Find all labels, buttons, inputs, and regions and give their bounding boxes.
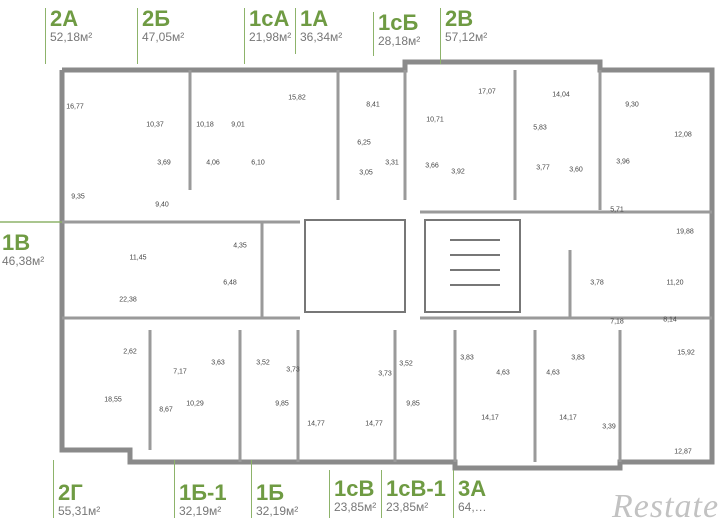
room-area-label: 3,73	[286, 366, 300, 374]
room-area-label: 10,71	[426, 116, 444, 124]
apartment-code: 1сВ	[334, 476, 375, 501]
room-area-label: 4,63	[546, 369, 560, 377]
room-area-label: 12,08	[674, 131, 692, 139]
apartment-area: 52,18м²	[50, 30, 93, 44]
room-area-label: 5,83	[533, 124, 547, 132]
room-area-label: 3,60	[569, 166, 583, 174]
room-area-label: 14,17	[559, 414, 577, 422]
room-area-label: 14,77	[307, 420, 325, 428]
room-area-label: 3,63	[211, 359, 225, 367]
room-area-label: 3,96	[616, 158, 630, 166]
room-area-label: 14,17	[481, 414, 499, 422]
room-area-label: 15,92	[677, 349, 695, 357]
room-area-label: 9,35	[71, 193, 85, 201]
room-area-label: 10,18	[196, 121, 214, 129]
room-area-label: 3,66	[425, 162, 439, 170]
room-area-label: 9,85	[406, 400, 420, 408]
room-area-label: 4,63	[496, 369, 510, 377]
room-area-label: 3,39	[602, 423, 616, 431]
room-area-label: 22,38	[119, 296, 137, 304]
apartment-area: 21,98м²	[249, 30, 292, 44]
room-area-label: 9,30	[625, 101, 639, 109]
room-area-label: 3,78	[590, 279, 604, 287]
room-area-label: 4,35	[233, 242, 247, 250]
room-area-label: 5,71	[610, 206, 624, 214]
room-area-label: 3,83	[571, 354, 585, 362]
apartment-area: 23,85м²	[334, 500, 377, 514]
apartment-code: 1А	[300, 6, 329, 31]
apartment-code: 1сВ-1	[386, 476, 446, 501]
room-area-label: 8,41	[366, 101, 380, 109]
room-area-label: 3,83	[460, 354, 474, 362]
room-area-label: 3,52	[399, 360, 413, 368]
room-area-label: 3,77	[536, 164, 550, 172]
room-area-label: 6,25	[357, 139, 371, 147]
room-area-label: 17,07	[478, 88, 496, 96]
room-area-label: 10,37	[146, 121, 164, 129]
room-area-label: 3,52	[256, 359, 270, 367]
apartment-code: 1В	[2, 230, 31, 255]
room-area-label: 3,73	[378, 370, 392, 378]
room-area-label: 19,88	[676, 228, 694, 236]
room-area-label: 3,31	[385, 159, 399, 167]
room-area-label: 2,62	[123, 348, 137, 356]
apartment-area: 23,85м²	[386, 500, 429, 514]
apartment-area: 32,19м²	[179, 504, 222, 518]
room-area-label: 6,48	[223, 279, 237, 287]
room-area-label: 4,06	[206, 159, 220, 167]
room-area-label: 11,20	[666, 279, 684, 287]
apartment-code: 3А	[458, 476, 487, 501]
room-area-label: 10,29	[186, 400, 204, 408]
room-area-label: 3,69	[157, 159, 171, 167]
room-area-label: 3,92	[451, 168, 465, 176]
room-area-label: 8,67	[159, 406, 173, 414]
apartment-area: 32,19м²	[256, 504, 299, 518]
apartment-code: 1Б	[256, 480, 285, 505]
apartment-code: 2А	[50, 6, 79, 31]
apartment-code: 2Г	[58, 480, 83, 505]
room-area-label: 7,18	[610, 318, 624, 326]
apartment-area: 55,31м²	[58, 504, 101, 518]
room-area-label: 11,45	[129, 254, 147, 262]
room-area-label: 7,17	[173, 368, 187, 376]
apartment-code: 2Б	[142, 6, 171, 31]
apartment-area: 28,18м²	[378, 34, 421, 48]
room-area-label: 9,85	[275, 400, 289, 408]
room-area-label: 6,10	[251, 159, 265, 167]
room-area-label: 15,82	[288, 94, 306, 102]
room-area-label: 8,14	[663, 316, 677, 324]
apartment-area: 64,…	[458, 500, 487, 514]
room-area-label: 14,77	[365, 420, 383, 428]
room-area-label: 3,05	[359, 169, 373, 177]
room-area-label: 16,77	[66, 103, 84, 111]
apartment-code: 1Б-1	[179, 480, 227, 505]
apartment-code: 2В	[445, 6, 474, 31]
room-area-label: 9,40	[155, 201, 169, 209]
apartment-area: 46,38м²	[2, 254, 45, 268]
room-area-label: 18,55	[104, 396, 122, 404]
apartment-code: 1сА	[249, 6, 290, 31]
room-area-label: 12,87	[674, 448, 692, 456]
room-area-label: 9,01	[231, 121, 245, 129]
apartment-area: 57,12м²	[445, 30, 488, 44]
apartment-code: 1сБ	[378, 10, 419, 35]
apartment-area: 47,05м²	[142, 30, 185, 44]
watermark-logo: Restate	[612, 488, 720, 525]
apartment-area: 36,34м²	[300, 30, 343, 44]
room-area-label: 14,04	[552, 91, 570, 99]
